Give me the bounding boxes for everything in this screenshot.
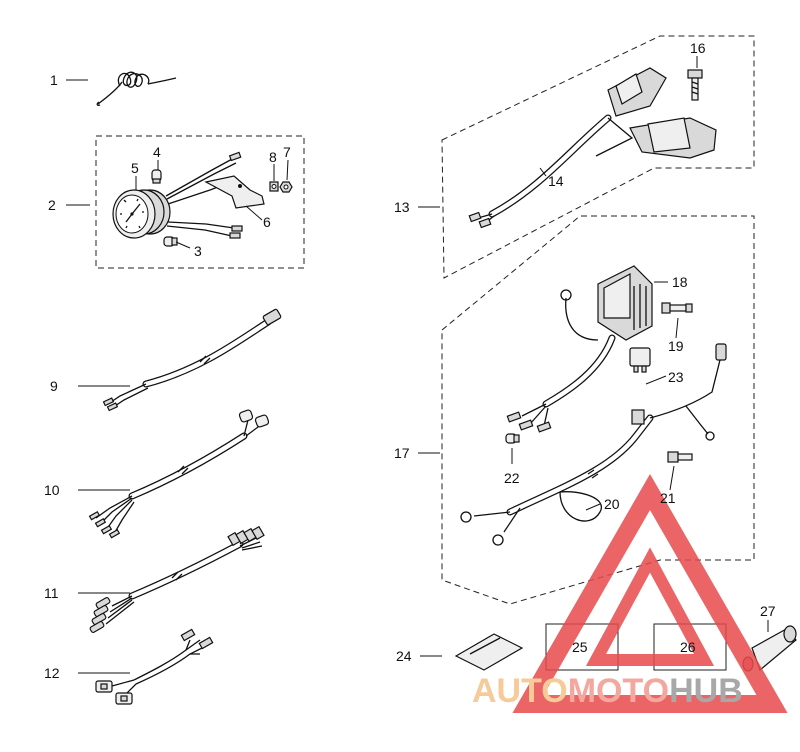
part-14-coil-assembly [468,67,717,229]
callout-13: 13 [394,199,410,215]
part-11-harness [89,525,265,633]
watermark-triangle [512,473,788,713]
part-17-group-box [441,215,755,605]
callout-8: 8 [269,149,277,165]
part-10-harness [88,409,270,539]
part-18-regulator [560,265,653,341]
callout-11: 11 [44,585,59,601]
callout-2: 2 [48,197,56,213]
callout-12: 12 [44,665,60,681]
part-1-coiled-wire [96,71,177,106]
leader-lines [66,56,769,674]
watermark-moto: MOTO [568,672,669,710]
callout-24: 24 [396,648,412,664]
callout-3: 3 [194,243,202,259]
callout-19: 19 [668,338,684,354]
callout-9: 9 [50,378,58,394]
part-12-harness [95,628,214,705]
callout-23: 23 [668,369,684,385]
callout-17: 17 [394,445,410,461]
part-19-bolt [661,302,693,314]
callout-labels: 1 2 3 4 5 6 7 8 9 10 11 12 13 14 16 17 1… [44,40,776,681]
callout-1: 1 [50,72,58,88]
watermark-hub: HUB [669,672,743,710]
part-20-main-harness [460,343,727,546]
watermark-auto: AUTO [472,672,568,710]
callout-26: 26 [680,639,696,655]
callout-4: 4 [153,144,161,160]
callout-21: 21 [660,490,676,506]
part-9-harness [102,308,282,412]
callout-7: 7 [283,144,291,160]
callout-5: 5 [131,160,139,176]
part-13-group-box [441,35,755,279]
part-2-group-box [95,135,305,269]
callout-10: 10 [44,482,60,498]
regulator-wires [506,334,616,433]
callout-25: 25 [572,639,588,655]
part-22-bulb [505,433,520,444]
part-23-relay [629,347,651,373]
callout-14: 14 [548,173,564,189]
part-16-bolt [687,69,703,101]
part-5-gauge [112,189,171,239]
callout-20: 20 [604,496,620,512]
callout-22: 22 [504,470,520,486]
part-21-bolt [667,451,693,463]
callout-18: 18 [672,274,688,290]
callout-27: 27 [760,603,776,619]
part-8-nut [269,181,279,192]
part-4-bulb [151,169,162,184]
part-6-bracket [204,175,265,209]
part-3-bulb [163,236,178,247]
callout-16: 16 [690,40,706,56]
callout-6: 6 [263,214,271,230]
part-7-nut [279,181,293,193]
part-24-pad [454,633,524,671]
watermark-text: AUTOMOTOHUB [472,672,743,710]
watermark-logo: AUTOMOTOHUB [472,473,788,713]
